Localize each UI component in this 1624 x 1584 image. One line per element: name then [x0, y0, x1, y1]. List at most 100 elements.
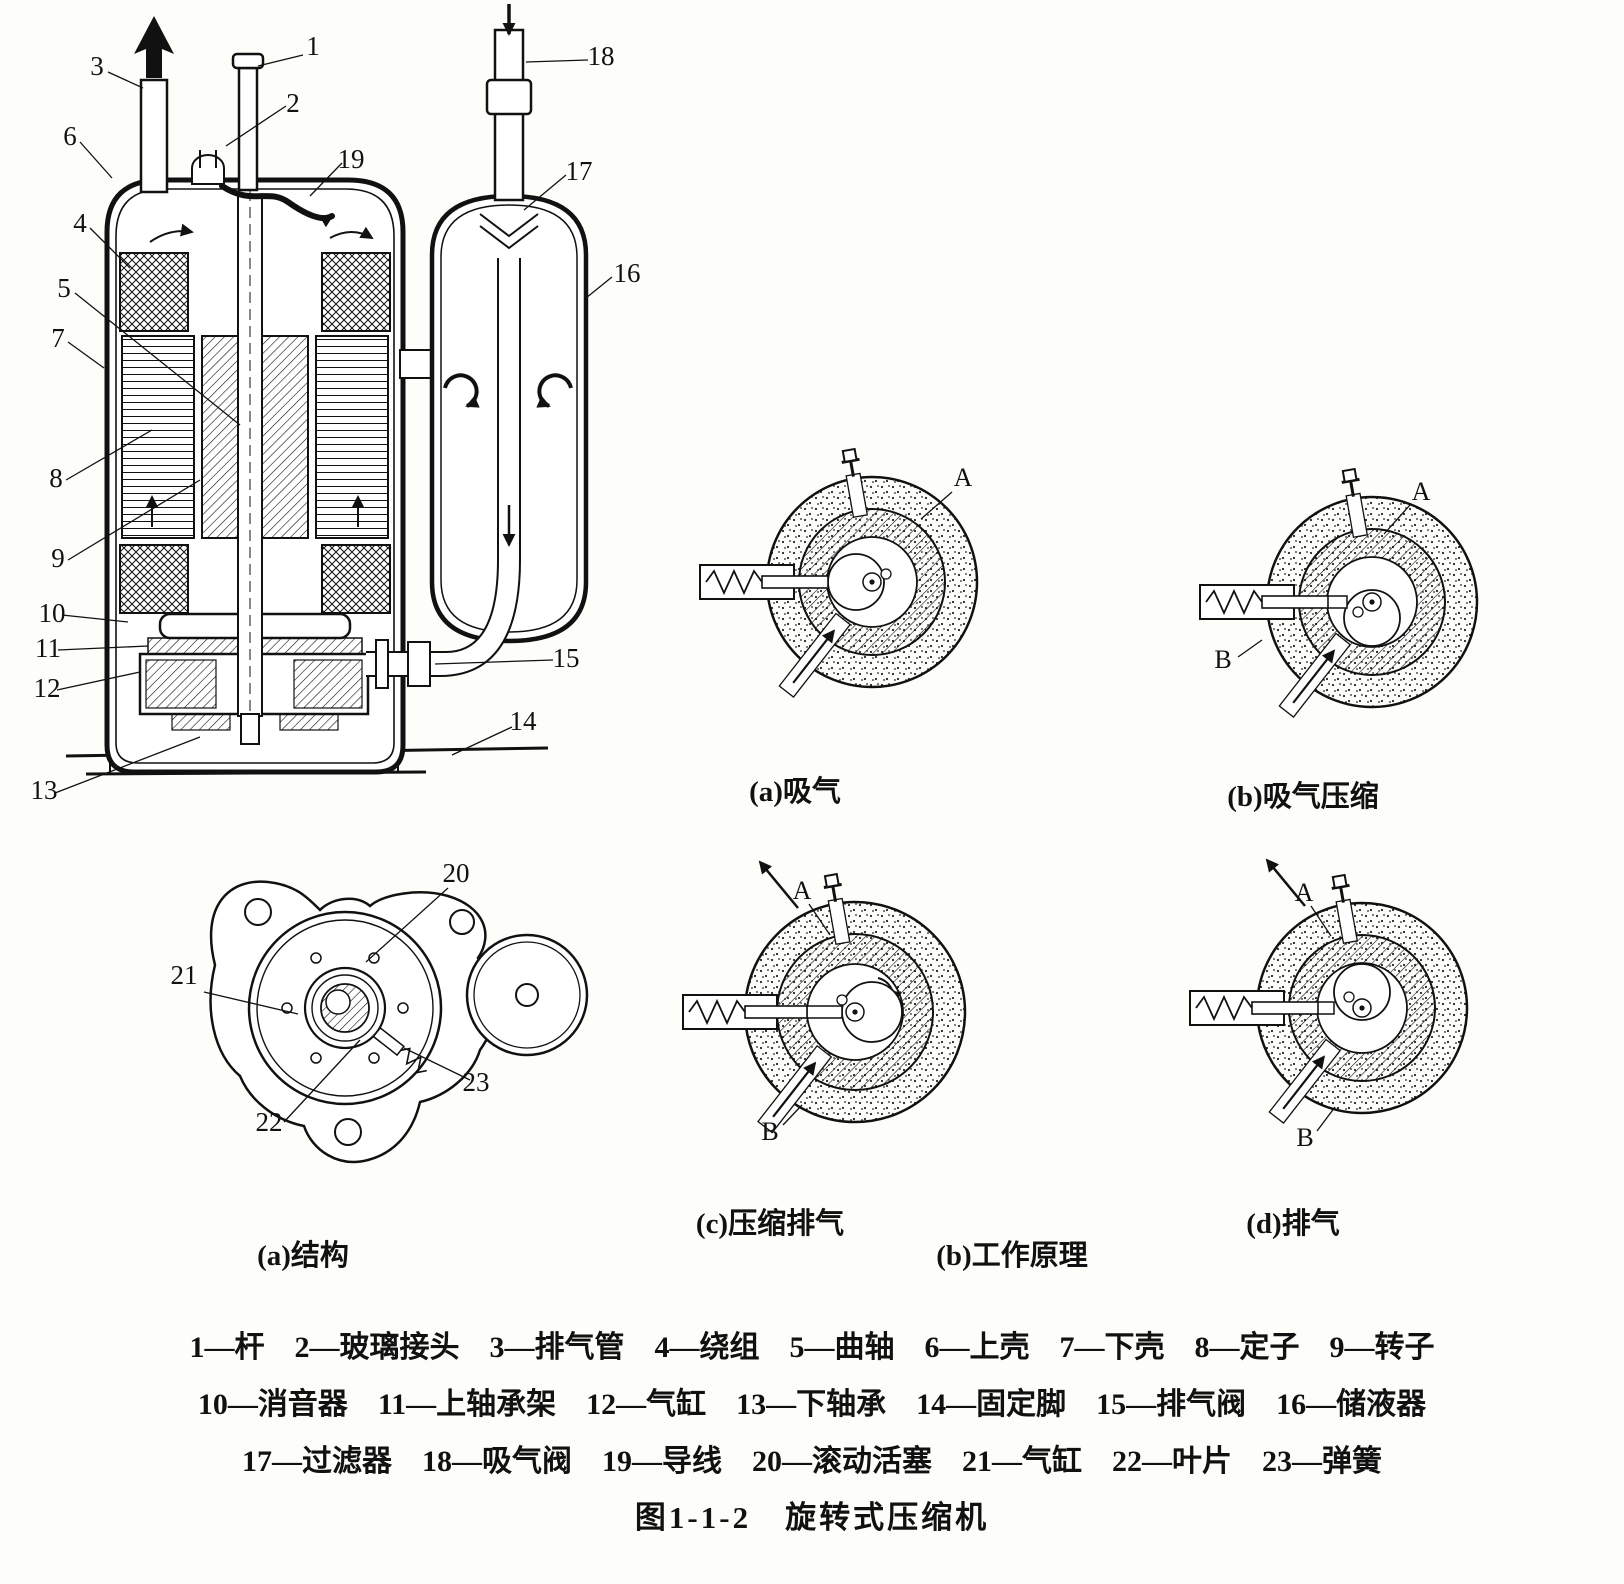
spring-icon [1195, 994, 1253, 1022]
legend-item: 15—排气阀 [1096, 1388, 1247, 1421]
legend-item: 10—消音器 [197, 1388, 348, 1421]
suction-port [778, 612, 852, 698]
discharge-valve-icon [1331, 873, 1359, 944]
legend-item: 14—固定脚 [916, 1388, 1067, 1421]
part-label-11: 11 [35, 633, 61, 663]
legend-item: 7—下壳 [1059, 1331, 1165, 1364]
part-label-1: 1 [306, 31, 320, 61]
spring-icon [688, 998, 746, 1026]
suction-port [757, 1044, 833, 1134]
stage-d-diagram [1189, 858, 1469, 1132]
legend-row: 10—消音器 11—上轴承架 12—气缸 13—下轴承 14—固定脚 15—排气阀 16—储… [0, 1379, 1624, 1423]
vane [1316, 1001, 1335, 1015]
caption-stage-a: (a)吸气 [749, 776, 841, 808]
legend-item: 23—弹簧 [1262, 1445, 1382, 1478]
part-label-23: 23 [463, 1067, 490, 1097]
part-label-20: 20 [443, 858, 470, 888]
legend-item: 22—叶片 [1112, 1445, 1232, 1478]
spring-icon [1205, 588, 1263, 616]
caption-stage-c: (c)压缩排气 [695, 1208, 845, 1240]
stage-a-diagram [699, 447, 979, 698]
accumulator-diagram [366, 4, 589, 689]
discharge-valve-icon [1341, 467, 1369, 538]
part-label-12: 12 [34, 673, 61, 703]
caption-stage-d: (d)排气 [1246, 1208, 1340, 1240]
part-label-21: 21 [171, 960, 198, 990]
part-label-22: 22 [256, 1107, 283, 1137]
rod [237, 66, 259, 192]
discharge-arrow [758, 860, 799, 909]
zone-label-A: A [1412, 477, 1431, 506]
caption-principle: (b)工作原理 [936, 1240, 1088, 1272]
legend-item: 21—气缸 [962, 1445, 1082, 1478]
zone-label-B: B [1214, 645, 1231, 674]
part-label-3: 3 [90, 51, 104, 81]
part-label-13: 13 [31, 775, 58, 805]
part-label-18: 18 [588, 41, 615, 71]
discharge-valve-icon [841, 447, 869, 518]
legend-item: 4—绕组 [654, 1331, 760, 1364]
rolling-piston [1343, 589, 1401, 647]
lead-wire [219, 183, 335, 228]
structure-diagram [65, 16, 549, 776]
vane-spring-top [372, 1026, 427, 1074]
suction-port [1278, 632, 1352, 718]
part-label-17: 17 [566, 156, 593, 186]
caption-stage-b: (b)吸气压缩 [1227, 781, 1379, 813]
rolling-piston [1333, 963, 1391, 1021]
legend-item: 3—排气管 [489, 1331, 625, 1364]
legend-item: 16—储液器 [1276, 1388, 1427, 1421]
part-label-19: 19 [338, 144, 365, 174]
vane [806, 1005, 843, 1019]
figure-caption: 图1-1-2 旋转式压缩机 [634, 1500, 990, 1535]
stage-c-diagram [682, 860, 967, 1134]
discharge-pipe [139, 78, 169, 194]
zone-label-B: B [1296, 1123, 1313, 1152]
legend-item: 1—杆 [189, 1331, 265, 1364]
lower-bearing [171, 713, 231, 731]
stator-block [121, 335, 195, 539]
part-label-10: 10 [39, 598, 66, 628]
spring-box [1189, 990, 1285, 1026]
zone-label-A: A [954, 463, 973, 492]
legend-item: 13—下轴承 [736, 1388, 887, 1421]
legend-item: 18—吸气阀 [422, 1445, 572, 1478]
caption-structure: (a)结构 [257, 1240, 349, 1272]
spring-icon [705, 568, 763, 596]
accumulator-body [429, 193, 589, 644]
legend-item: 12—气缸 [586, 1388, 707, 1421]
leader-lines [54, 54, 613, 1123]
winding-block [119, 252, 189, 332]
legend-row: 17—过滤器 18—吸气阀 19—导线 20—滚动活塞 21—气缸 22—叶片 23—弹簧 [0, 1436, 1624, 1480]
part-label-2: 2 [286, 88, 300, 118]
part-label-5: 5 [57, 273, 71, 303]
part-label-14: 14 [510, 706, 538, 736]
zone-label-A: A [1295, 878, 1314, 907]
legend-item: 17—过滤器 [242, 1445, 392, 1478]
glass-terminal [191, 154, 225, 185]
legend-item: 20—滚动活塞 [752, 1445, 932, 1478]
up-arrow-icon [134, 16, 174, 78]
part-label-6: 6 [63, 121, 77, 151]
legend-item: 11—上轴承架 [377, 1388, 557, 1421]
part-label-9: 9 [51, 543, 65, 573]
zone-label-B: B [761, 1117, 778, 1146]
legend-item: 6—上壳 [924, 1331, 1030, 1364]
part-label-4: 4 [73, 208, 87, 238]
part-labels: 1 2 3 4 5 6 7 8 9 10 11 12 13 14 15 16 1… [31, 31, 1431, 1152]
discharge-valve [407, 641, 431, 687]
legend-item: 2—玻璃接头 [294, 1331, 460, 1364]
suction-port [1268, 1038, 1342, 1124]
legend-item: 8—定子 [1194, 1331, 1300, 1364]
legend-item: 5—曲轴 [789, 1331, 895, 1364]
bracket [399, 349, 433, 379]
discharge-arrow [1265, 858, 1306, 907]
stage-b-diagram [1199, 467, 1479, 718]
topview-diagram [209, 880, 589, 1164]
legend-item: 9—转子 [1329, 1331, 1435, 1364]
zone-label-A: A [793, 876, 812, 905]
part-label-7: 7 [51, 323, 65, 353]
legend-item: 19—导线 [602, 1445, 722, 1478]
